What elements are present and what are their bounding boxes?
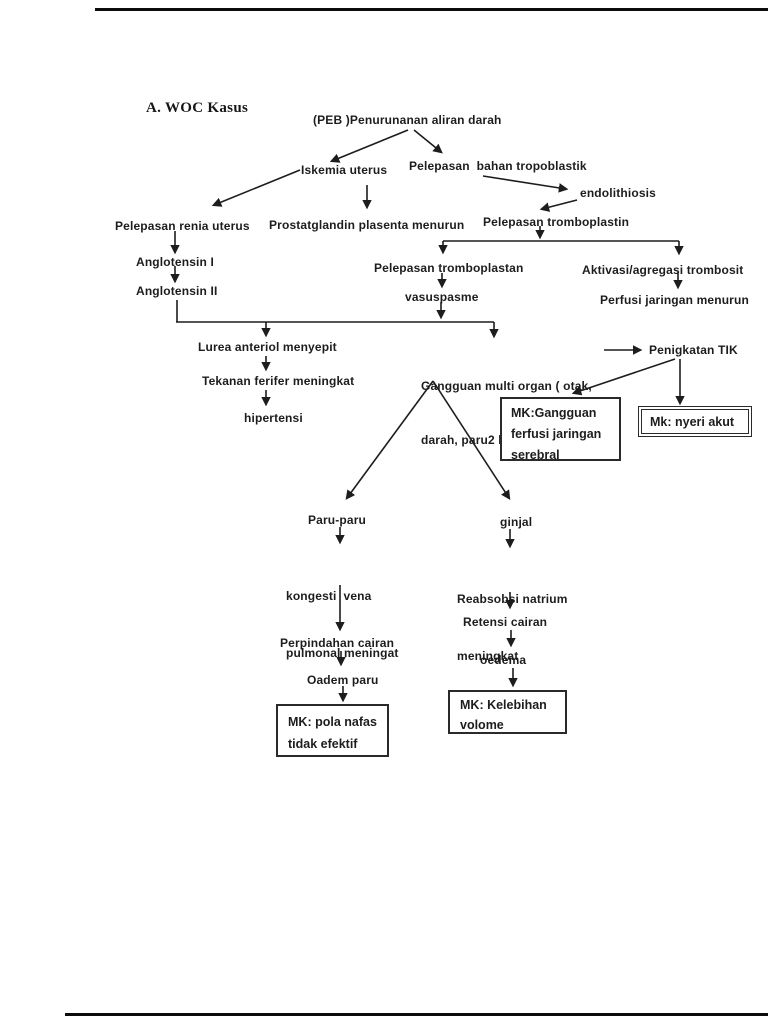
mk-box-line: Mk: nyeri akut xyxy=(650,414,735,429)
arrow xyxy=(432,380,511,501)
node-paru-paru: Paru-paru xyxy=(308,513,367,527)
node-perpindahan-cairan: Perpindahan cairan xyxy=(280,636,395,650)
node-perfusi-jaringan-menurun: Perfusi jaringan menurun xyxy=(600,293,749,307)
node-lurea-anteriol-menyepit: Lurea anteriol menyepit xyxy=(198,340,337,354)
page-edge-top-line xyxy=(95,8,768,11)
node-endolithiosis: endolithiosis xyxy=(580,186,656,200)
arrow xyxy=(345,380,434,500)
page-title: A. WOC Kasus xyxy=(146,100,249,116)
mk-box-nyeri-akut: Mk: nyeri akut xyxy=(638,406,752,437)
page-edge-bottom-line xyxy=(65,1013,768,1016)
node-pelepasan-tromboplastin: Pelepasan tromboplastin xyxy=(483,215,630,229)
node-line: meningkat xyxy=(457,649,519,663)
arrow xyxy=(329,129,409,163)
arrow xyxy=(211,169,301,207)
node-penigkatan-tik: Penigkatan TIK xyxy=(649,343,738,357)
mk-box-pola-nafas: MK: pola nafas tidak efektif xyxy=(276,704,389,757)
node-oedema: oedema xyxy=(480,653,527,667)
mk-box-line: ferfusi jaringan xyxy=(511,427,602,441)
mk-box-line: volome xyxy=(460,718,504,732)
mk-box-line: MK: pola nafas xyxy=(288,715,377,729)
node-ginjal: ginjal xyxy=(500,515,533,529)
node-iskemia-uterus: Iskemia uterus xyxy=(301,163,388,177)
mk-box-line: tidak efektif xyxy=(288,737,358,751)
node-hipertensi: hipertensi xyxy=(244,411,303,425)
arrow xyxy=(482,175,569,193)
arrow xyxy=(571,358,676,396)
node-line: pulmonal meningat xyxy=(286,646,399,660)
node-line: kongesti vena xyxy=(286,589,372,603)
node-prostatglandin-plasenta-menurun: Prostatglandin plasenta menurun xyxy=(269,218,465,232)
mk-box-line: serebral xyxy=(511,448,560,462)
node-tekanan-ferifer-meningkat: Tekanan ferifer meningkat xyxy=(202,374,355,388)
mk-box-nyeri-akut-inner: Mk: nyeri akut xyxy=(641,409,749,434)
node-oadem-paru: Oadem paru xyxy=(307,673,379,687)
mk-box-line: MK:Gangguan xyxy=(511,406,597,420)
arrow xyxy=(413,129,443,154)
node-pelepasan-tromboplastan: Pelepasan tromboplastan xyxy=(374,261,524,275)
mk-box-kelebihan-volome: MK: Kelebihan volome xyxy=(448,690,567,734)
node-peb: (PEB )Penurunanan aliran darah xyxy=(313,113,502,127)
node-vasuspasme: vasuspasme xyxy=(405,290,479,304)
mk-box-gangguan-perfusi: MK:Gangguan ferfusi jaringan serebral xyxy=(500,397,621,462)
node-pelepasan-bahan-tropoblastik: Pelepasan bahan tropoblastik xyxy=(409,159,587,173)
node-anglotensin-1: Anglotensin I xyxy=(136,255,214,269)
node-reabsobsi-natrium: Reabsobsi natrium meningkat xyxy=(457,552,568,704)
node-line: Gangguan multi organ ( otak, xyxy=(421,379,592,393)
mk-box-line: MK: Kelebihan xyxy=(460,698,547,712)
arrow xyxy=(539,199,578,212)
node-anglotensin-2: Anglotensin II xyxy=(136,284,218,298)
node-line: Reabsobsi natrium xyxy=(457,592,568,606)
node-retensi-cairan: Retensi cairan xyxy=(463,615,548,629)
node-kongesti-vena-pulmonal: kongesti vena pulmonal meningat xyxy=(286,549,399,701)
node-pelepasan-renia-uterus: Pelepasan renia uterus xyxy=(115,219,250,233)
node-aktivasi-agregasi-trombosit: Aktivasi/agregasi trombosit xyxy=(582,263,744,277)
